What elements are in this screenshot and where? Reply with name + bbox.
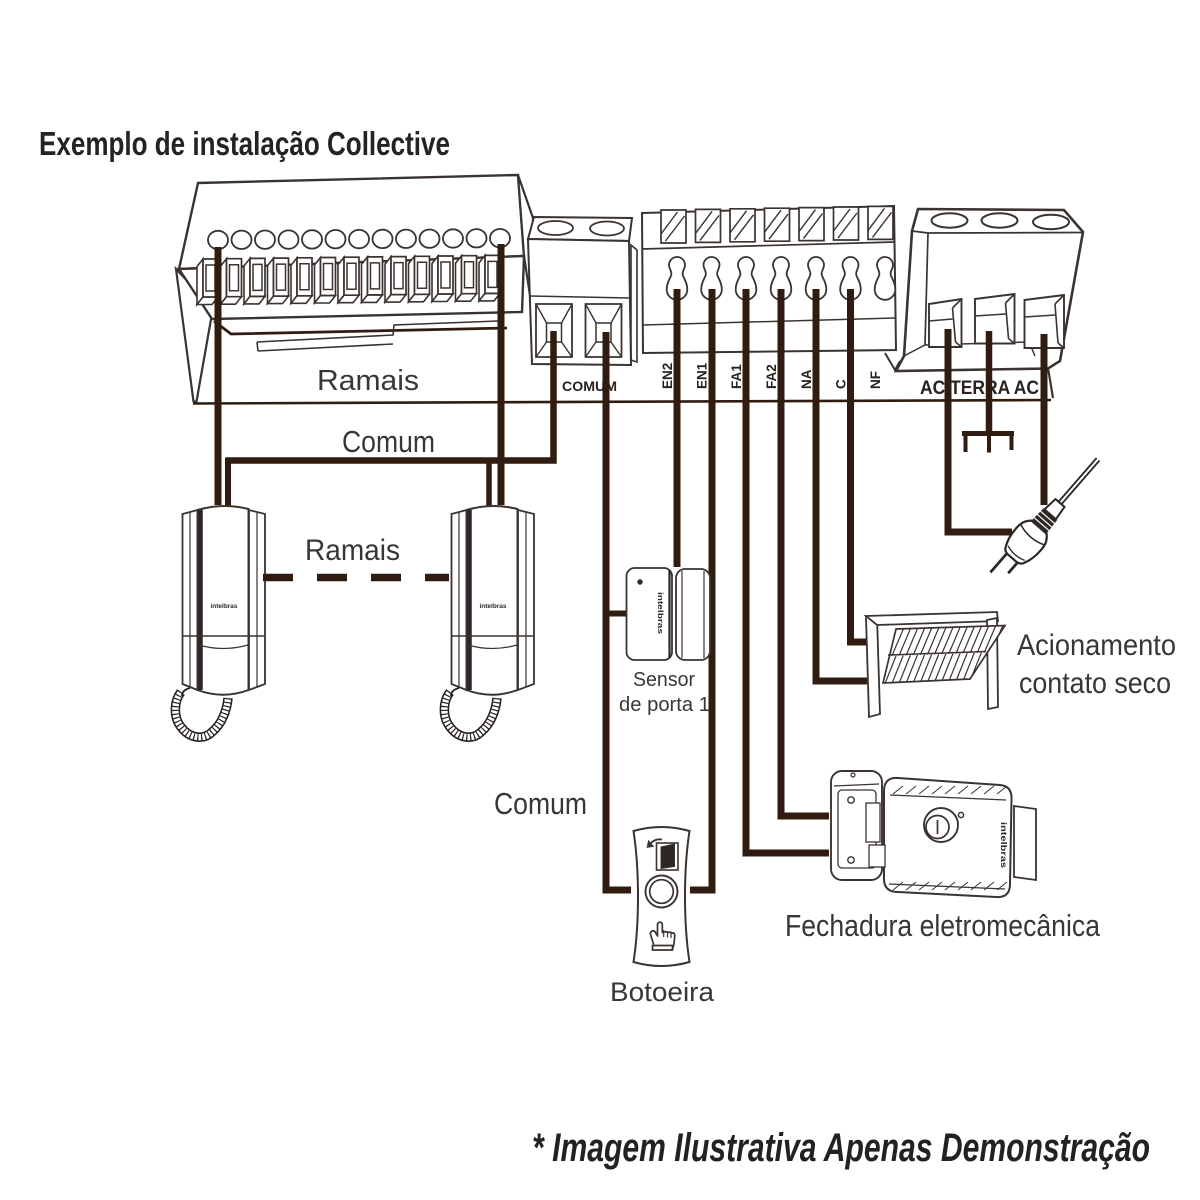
svg-text:EN1: EN1	[695, 362, 710, 389]
svg-text:Comum: Comum	[342, 424, 435, 459]
svg-text:intelbras: intelbras	[211, 603, 238, 610]
svg-text:NA: NA	[799, 369, 814, 389]
svg-text:intelbras: intelbras	[656, 592, 665, 634]
svg-text:Ramais: Ramais	[305, 534, 400, 567]
svg-text:Acionamento: Acionamento	[1017, 629, 1176, 662]
svg-text:FA2: FA2	[764, 364, 779, 389]
svg-text:de porta 1: de porta 1	[619, 694, 710, 716]
svg-text:C: C	[834, 379, 849, 389]
svg-text:intelbras: intelbras	[480, 603, 507, 610]
svg-text:Fechadura eletromecânica: Fechadura eletromecânica	[785, 908, 1101, 943]
svg-text:Comum: Comum	[494, 786, 587, 821]
svg-text:* Imagem Ilustrativa Apenas De: * Imagem Ilustrativa Apenas Demonstração	[532, 1126, 1150, 1170]
svg-text:Sensor: Sensor	[633, 669, 695, 691]
svg-text:Exemplo de instalação Collecti: Exemplo de instalação Collective	[39, 125, 450, 162]
svg-text:NF: NF	[868, 371, 883, 389]
svg-text:Ramais: Ramais	[317, 365, 419, 397]
svg-text:FA1: FA1	[729, 364, 744, 389]
svg-text:AC TERRA AC: AC TERRA AC	[920, 377, 1039, 399]
svg-text:contato seco: contato seco	[1019, 667, 1171, 700]
svg-text:Botoeira: Botoeira	[610, 977, 715, 1007]
svg-text:EN2: EN2	[660, 363, 675, 389]
svg-text:intelbras: intelbras	[999, 822, 1009, 868]
